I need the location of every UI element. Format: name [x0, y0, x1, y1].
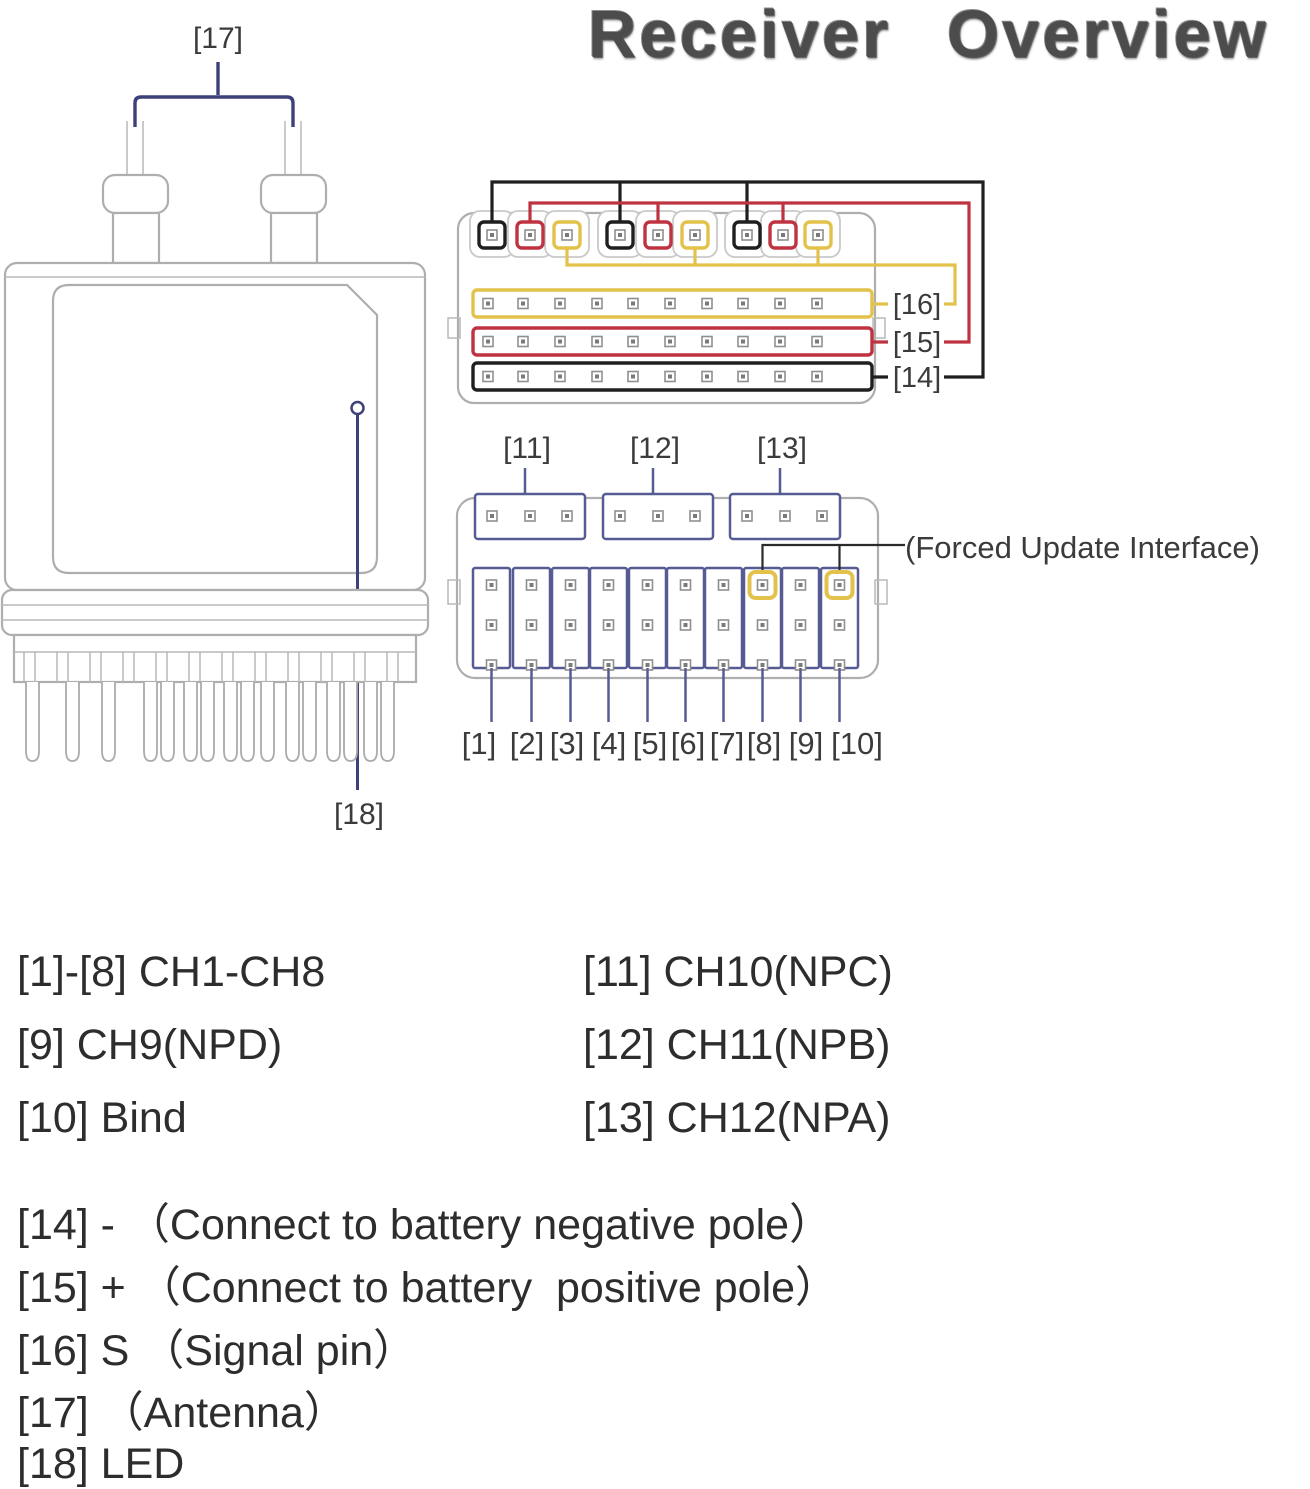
- positive-pin-row: [471, 326, 874, 357]
- top-pins: [477, 220, 833, 250]
- top-label-leaders: [523, 468, 782, 494]
- ch12-connector-label: [13]: [756, 432, 808, 465]
- ch10-bind-label: [10]: [831, 726, 883, 761]
- forced-update-pin-1: [747, 570, 778, 600]
- antenna-bracket: [133, 62, 295, 127]
- power-connector-diagram: [447, 180, 985, 405]
- legend-ch12: [13] CH12(NPA): [583, 1094, 891, 1142]
- led-label: [18]: [333, 798, 385, 831]
- receiver-pin-block: [0, 588, 430, 762]
- legend-bind: [10] Bind: [17, 1094, 187, 1142]
- ch9-label: [9]: [788, 726, 824, 761]
- legend-positive: [15] + （Connect to battery positive pole…: [17, 1264, 839, 1312]
- receiver-body: [3, 261, 427, 790]
- signal-row-label: [16]: [892, 289, 942, 321]
- legend-ch10: [11] CH10(NPC): [583, 948, 893, 996]
- channel-columns: [471, 566, 860, 671]
- ch4-label: [4]: [591, 726, 627, 761]
- ch5-label: [5]: [632, 726, 668, 761]
- antenna-right: [259, 121, 328, 265]
- legend-led: [18] LED: [17, 1440, 185, 1488]
- aux-channel-headers: [473, 492, 842, 541]
- forced-update-pin-2: [824, 570, 855, 600]
- legend-ch1-8: [1]-[8] CH1-CH8: [17, 948, 326, 996]
- ch2-label: [2]: [509, 726, 545, 761]
- forced-update-leader: [761, 543, 905, 570]
- page-title: Receiver Overview: [588, 0, 1269, 72]
- ch7-label: [7]: [709, 726, 745, 761]
- receiver-illustration: [0, 62, 430, 790]
- positive-row-label: [15]: [892, 327, 942, 359]
- ch1-label: [1]: [461, 726, 497, 761]
- antenna-left: [101, 121, 170, 265]
- legend-ch11: [12] CH11(NPB): [583, 1021, 891, 1069]
- ch6-label: [6]: [670, 726, 706, 761]
- legend-negative: [14] - （Connect to battery negative pole…: [17, 1201, 833, 1249]
- legend-antenna: [17] （Antenna）: [17, 1389, 347, 1437]
- receiver-top-panel: [51, 283, 379, 575]
- ch10-connector-label: [11]: [503, 432, 551, 465]
- led-dot: [350, 400, 365, 416]
- negative-row-label: [14]: [892, 362, 942, 394]
- bottom-label-leaders: [490, 668, 841, 722]
- signal-pin-row: [471, 288, 874, 319]
- ch8-label: [8]: [746, 726, 782, 761]
- forced-update-label: (Forced Update Interface): [905, 530, 1260, 565]
- legend-ch9: [9] CH9(NPD): [17, 1021, 283, 1069]
- ch3-label: [3]: [549, 726, 585, 761]
- ch11-connector-label: [12]: [629, 432, 681, 465]
- positive-wire: [528, 201, 971, 344]
- channel-connector-diagram: [447, 468, 905, 722]
- signal-wire: [565, 248, 957, 306]
- negative-pin-row: [471, 361, 874, 392]
- antenna-label: [17]: [192, 22, 244, 55]
- legend-signal: [16] S （Signal pin）: [17, 1327, 417, 1375]
